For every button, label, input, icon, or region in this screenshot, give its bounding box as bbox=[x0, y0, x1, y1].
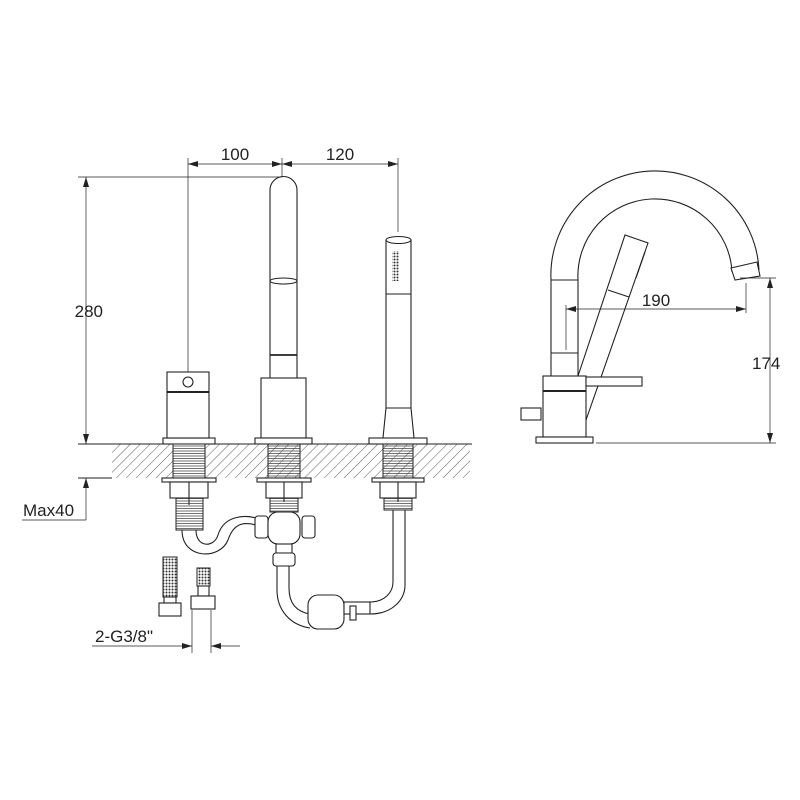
dim-280: 280 bbox=[75, 302, 103, 321]
supply-hoses bbox=[158, 556, 216, 617]
dim-max40: Max40 bbox=[23, 501, 74, 520]
faucet-side-view bbox=[520, 170, 761, 444]
spout bbox=[254, 175, 313, 513]
dimension-lines-side bbox=[565, 277, 776, 444]
dim-120: 120 bbox=[326, 145, 354, 164]
dim-174: 174 bbox=[752, 354, 780, 373]
mixer-handle bbox=[161, 371, 217, 531]
dim-g38: 2-G3/8" bbox=[95, 627, 153, 646]
dimension-lines-front bbox=[22, 158, 399, 653]
dim-190: 190 bbox=[642, 291, 670, 310]
hand-shower bbox=[368, 235, 428, 511]
dim-100: 100 bbox=[221, 145, 249, 164]
diverter-assembly bbox=[181, 510, 406, 630]
